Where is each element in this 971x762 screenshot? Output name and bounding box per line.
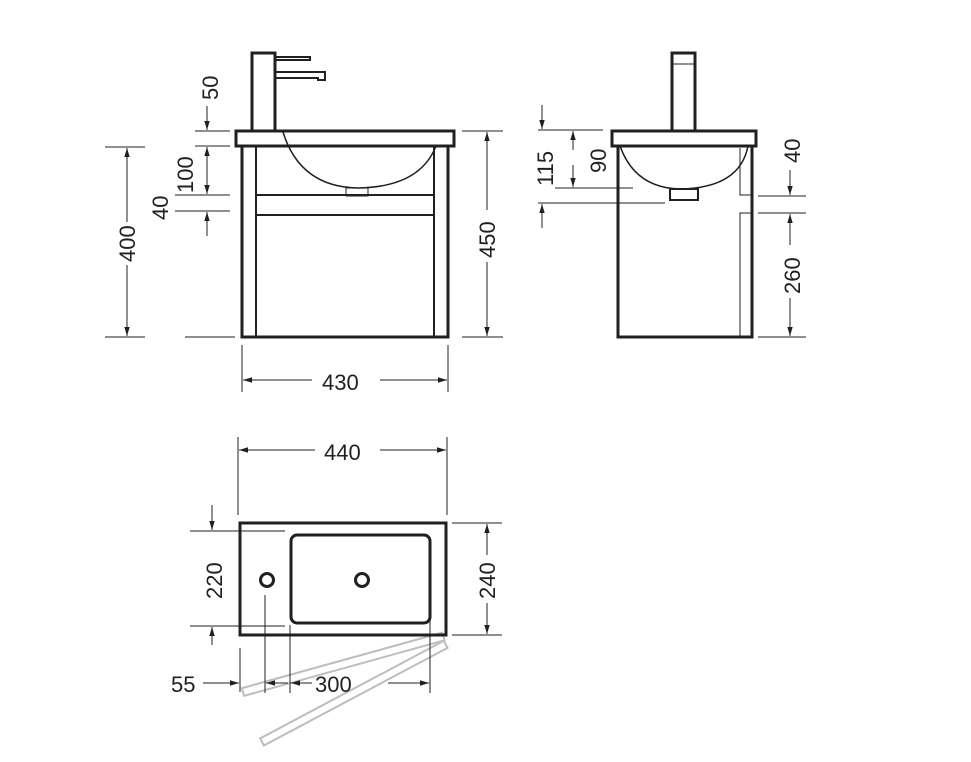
countertop-side [610, 129, 758, 148]
dim-40-side: 40 [780, 139, 805, 163]
top-view: 440 220 240 55 300 [171, 437, 502, 747]
basin-outline [282, 131, 437, 189]
dim-220: 220 [202, 562, 227, 599]
faucet-body [250, 51, 277, 133]
door-open-2 [258, 639, 449, 747]
side-extension-lines [538, 129, 806, 338]
dim-240: 240 [475, 562, 500, 599]
tap-hole [259, 572, 275, 588]
front-extension-lines [105, 130, 503, 392]
faucet-spout [275, 71, 326, 81]
cabinet-side [616, 144, 754, 339]
countertop [234, 129, 456, 148]
basin-side [619, 145, 749, 190]
dim-50: 50 [198, 76, 223, 100]
dim-440: 440 [324, 440, 361, 465]
top-extension-lines [190, 437, 502, 693]
side-view: 115 90 40 260 [533, 51, 806, 339]
cabinet-frame [240, 144, 450, 339]
countertop-top [238, 521, 448, 637]
dim-300: 300 [315, 672, 352, 697]
dim-430: 430 [322, 370, 359, 395]
dim-450: 450 [475, 221, 500, 258]
dim-260: 260 [780, 257, 805, 294]
dim-55: 55 [171, 672, 195, 697]
top-dimension-arrows [203, 447, 490, 686]
faucet-side [670, 51, 697, 133]
dim-115: 115 [533, 151, 558, 186]
front-view: 50 100 40 400 450 430 [105, 51, 503, 395]
dim-400: 400 [115, 225, 140, 262]
dim-40-front: 40 [148, 196, 173, 220]
faucet-handle [275, 56, 311, 61]
dim-100: 100 [173, 156, 198, 193]
dim-90: 90 [586, 149, 611, 173]
side-dimension-arrows [539, 105, 793, 336]
drain-hole [354, 572, 370, 588]
drain-side [669, 188, 699, 201]
door-edge [739, 148, 752, 337]
front-dimension-arrows [124, 106, 490, 383]
basin-top [289, 533, 432, 625]
